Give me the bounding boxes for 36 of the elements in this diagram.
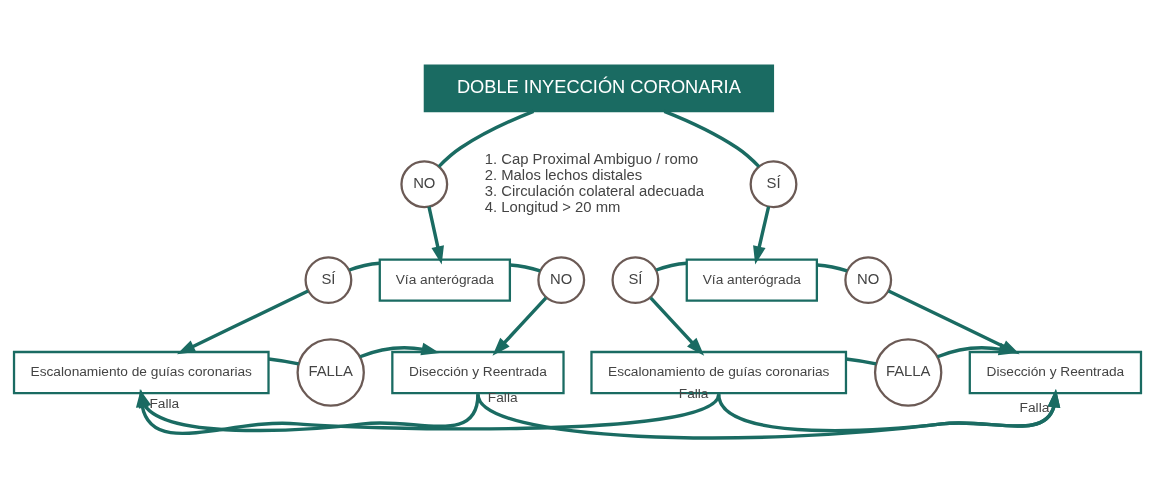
node-circle: FALLA: [873, 337, 943, 407]
connector: [437, 109, 535, 168]
node-box: Disección y Reentrada: [968, 350, 1143, 394]
arrow: [753, 205, 771, 264]
arrow: [176, 289, 309, 354]
edge-label: Falla: [149, 395, 180, 411]
node-circle: SÍ: [749, 159, 798, 208]
arrow: [717, 388, 1061, 432]
label: 2. Malos lechos distales: [484, 166, 643, 183]
node-circle: FALLA: [296, 337, 365, 407]
node-box: Escalonamiento de guías coronarias: [12, 350, 270, 394]
node-circle: SÍ: [611, 255, 660, 304]
connector: [817, 262, 848, 273]
connector: [348, 261, 380, 272]
arrow: [427, 205, 444, 264]
node-box: Disección y Reentrada: [391, 350, 565, 394]
connector: [655, 261, 687, 272]
connector: [663, 109, 761, 168]
arrow: [492, 296, 548, 356]
edge-label: Falla: [1019, 399, 1050, 415]
node-box: DOBLE INYECCIÓN CORONARIA: [423, 63, 775, 112]
node-circle: NO: [844, 255, 893, 304]
node-box: Vía anterógrada: [685, 257, 818, 302]
arrow: [359, 342, 440, 358]
connector: [268, 356, 299, 366]
node-circle: NO: [537, 255, 586, 304]
label: 1. Cap Proximal Ambiguo / romo: [484, 150, 699, 167]
arrow: [649, 296, 705, 356]
connector: [510, 262, 541, 273]
connector: [845, 356, 877, 366]
label: 3. Circulación colateral adecuada: [484, 182, 705, 199]
arrow: [476, 388, 1061, 439]
node-circle: NO: [400, 159, 449, 208]
label: 4. Longitud > 20 mm: [484, 198, 621, 215]
node-circle: SÍ: [304, 255, 353, 304]
node-box: Vía anterógrada: [378, 257, 511, 302]
